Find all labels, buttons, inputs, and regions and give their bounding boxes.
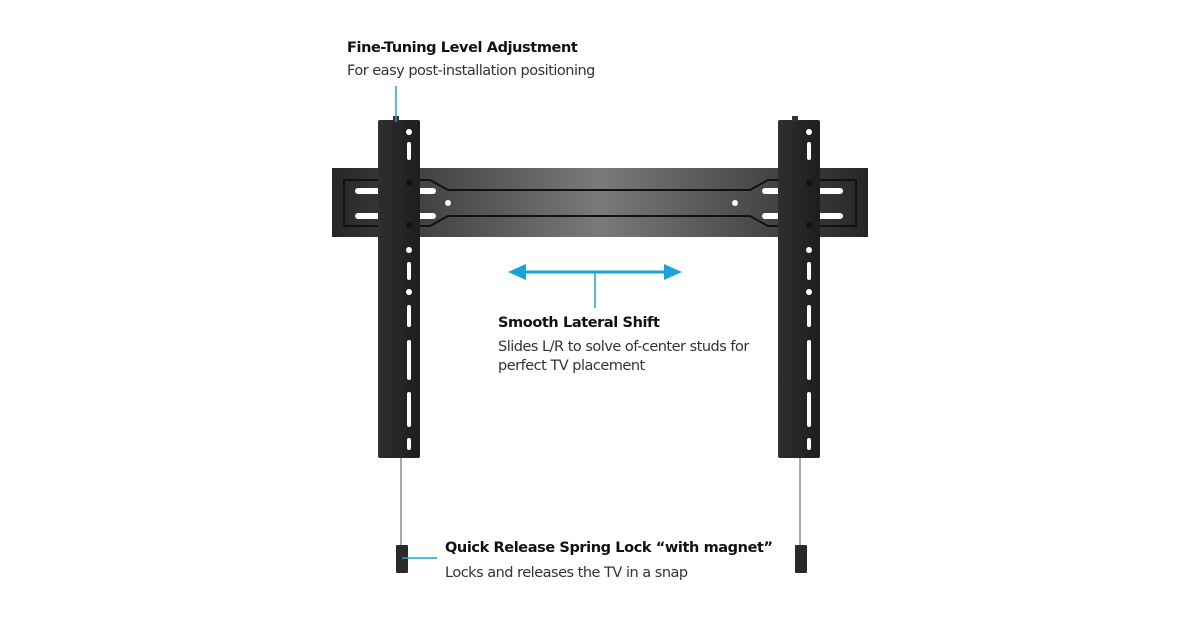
level-adjustment-title: Fine-Tuning Level Adjustment — [347, 40, 578, 56]
lateral-shift-title: Smooth Lateral Shift — [498, 315, 660, 331]
lateral-shift-description-line2: perfect TV placement — [498, 358, 645, 374]
right-mounting-arm — [778, 116, 820, 458]
lateral-shift-arrow-icon — [508, 264, 682, 308]
level-adjustment-description: For easy post-installation positioning — [347, 63, 595, 79]
spring-lock-description: Locks and releases the TV in a snap — [445, 565, 688, 581]
left-mounting-arm — [378, 116, 420, 458]
right-release-handle — [795, 545, 807, 573]
lateral-shift-description-line1: Slides L/R to solve of-center studs for — [498, 339, 749, 355]
spring-lock-title: Quick Release Spring Lock “with magnet” — [445, 540, 773, 556]
left-release-handle — [396, 545, 408, 573]
